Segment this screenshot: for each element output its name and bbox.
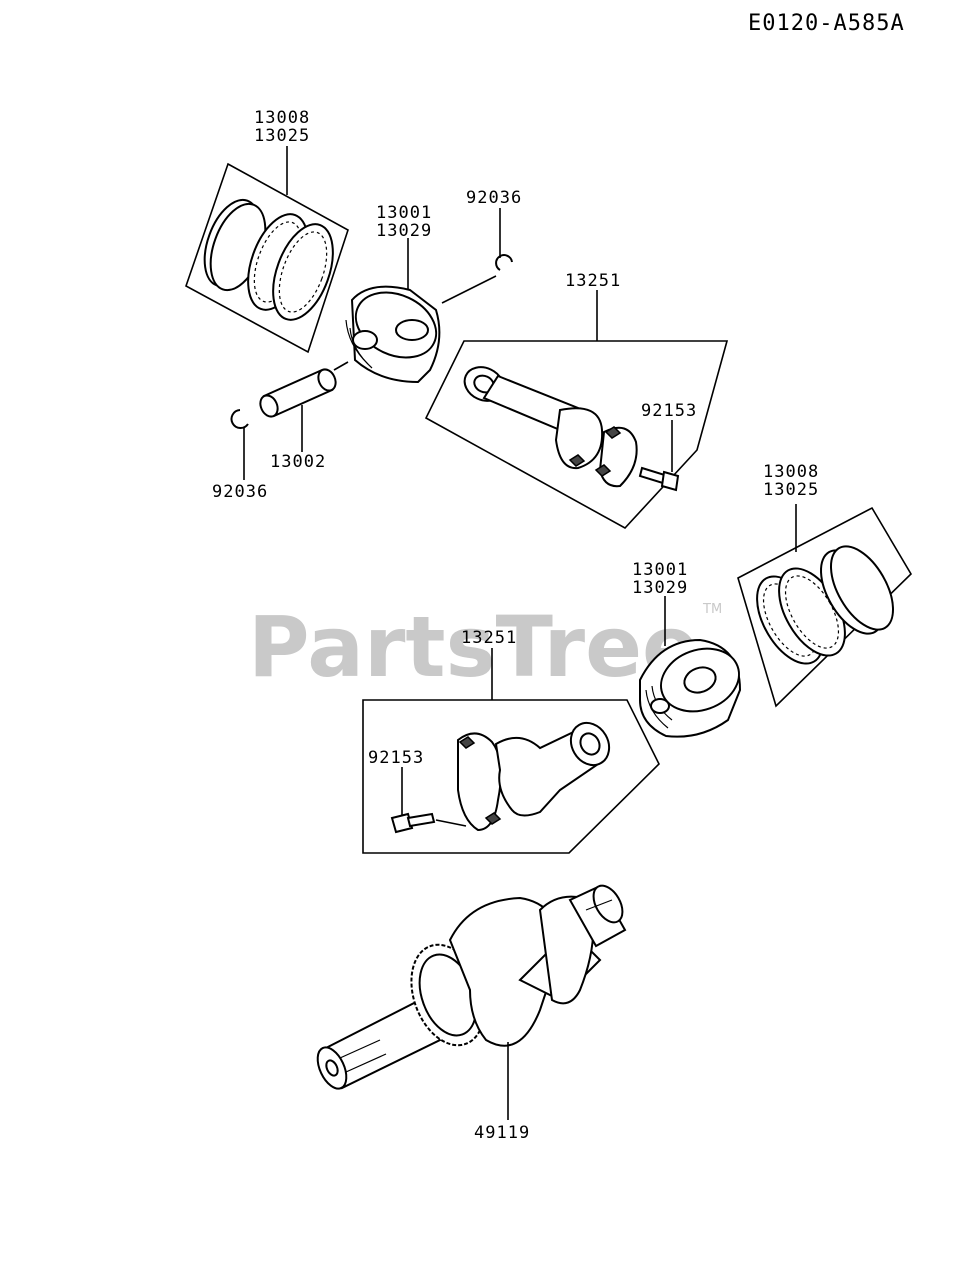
piston-pin[interactable]: [257, 367, 339, 420]
callout-92036-upper-right: 92036: [466, 188, 522, 208]
callout-13251-upper: 13251: [565, 271, 621, 291]
bolt-upper[interactable]: [638, 466, 680, 492]
callout-13001-upper: 13001: [376, 203, 432, 223]
callout-13025-lower: 13025: [763, 480, 819, 500]
callout-92036-lower-left: 92036: [212, 482, 268, 502]
watermark-brand: PartsTree: [248, 598, 699, 696]
callout-13029-upper: 13029: [376, 221, 432, 241]
watermark-trademark: TM: [702, 602, 722, 617]
circlip-lower-left[interactable]: [230, 409, 249, 429]
callout-92153-lower: 92153: [368, 748, 424, 768]
callout-13008-upper: 13008: [254, 108, 310, 128]
circlip-upper-right[interactable]: [495, 254, 513, 271]
leader-circlip-to-piston: [441, 275, 497, 304]
diagram-code: E0120-A585A: [748, 11, 905, 36]
leader-pin-to-piston: [333, 361, 349, 371]
crankshaft[interactable]: [312, 881, 629, 1093]
callout-13251-lower: 13251: [461, 628, 517, 648]
callout-13002: 13002: [270, 452, 326, 472]
conrod-upper[interactable]: [424, 340, 729, 530]
callout-92153-upper: 92153: [641, 401, 697, 421]
callout-49119: 49119: [474, 1123, 530, 1143]
callout-13025-upper: 13025: [254, 126, 310, 146]
ring-set-lower[interactable]: [737, 506, 913, 708]
bolt-lower[interactable]: [390, 812, 436, 834]
conrod-lower[interactable]: [362, 699, 660, 854]
callout-13001-lower: 13001: [632, 560, 688, 580]
piston-lower[interactable]: [639, 638, 748, 738]
callout-13008-lower: 13008: [763, 462, 819, 482]
callout-13029-lower: 13029: [632, 578, 688, 598]
leader-bolt-to-cap: [435, 819, 467, 827]
piston-upper[interactable]: [345, 280, 446, 384]
ring-set-upper[interactable]: [185, 162, 349, 354]
